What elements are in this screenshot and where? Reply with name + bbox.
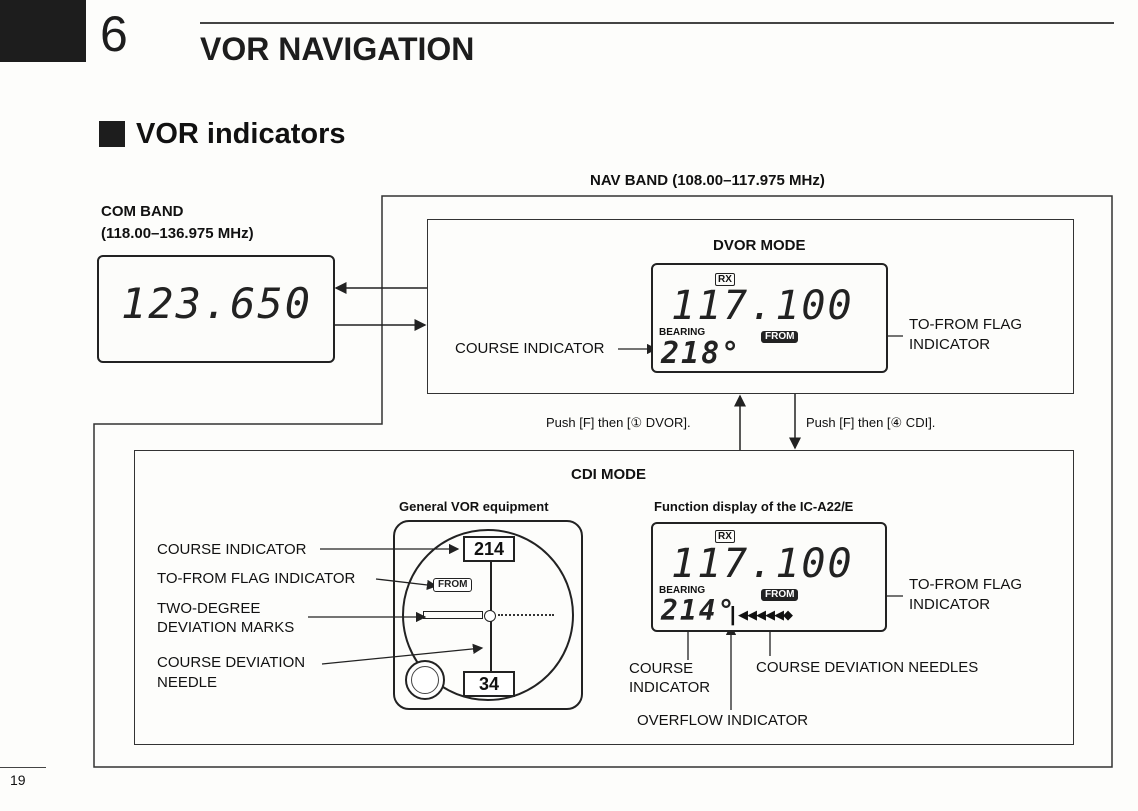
cdi-course-indicator-label: COURSE INDICATOR <box>157 541 307 558</box>
dvor-mode-box: DVOR MODE <box>427 219 1074 394</box>
cdi-two-degree-label-2: DEVIATION MARKS <box>157 619 295 636</box>
dvor-flag-label-2: INDICATOR <box>909 336 991 353</box>
cdi-right-flag-label-1: TO-FROM FLAG <box>909 576 1023 593</box>
cdi-right-course-label-1: COURSE <box>629 660 694 677</box>
cdi-lcd-display: RX 117.100 BEARING 214° FROM | ◀◀◀◀◀◆ <box>651 522 887 632</box>
cdi-frequency: 117.100 <box>671 541 854 587</box>
cdi-right-flag-label-2: INDICATOR <box>909 596 991 613</box>
section-bullet-icon <box>99 121 125 147</box>
dvor-mode-title: DVOR MODE <box>713 237 806 254</box>
dvor-course-indicator-label: COURSE INDICATOR <box>455 340 605 357</box>
transition-to-cdi: Push [F] then [④ CDI]. <box>806 415 936 430</box>
cdi-needles-label: COURSE DEVIATION NEEDLES <box>756 659 979 676</box>
com-band-label: COM BAND <box>101 203 184 220</box>
com-band-range: (118.00–136.975 MHz) <box>101 225 254 242</box>
com-frequency: 123.650 <box>121 279 313 328</box>
vor-instrument: FROM 214 34 <box>393 520 583 710</box>
cdi-rx-indicator: RX <box>715 530 735 543</box>
vor-deviation-dots <box>498 614 554 616</box>
vor-course-top: 214 <box>463 536 515 562</box>
vor-center-ring <box>484 610 496 622</box>
cdi-bearing-value: 214° <box>661 594 737 627</box>
chapter-title: VOR NAVIGATION <box>200 31 475 67</box>
cdi-mode-title: CDI MODE <box>571 466 646 483</box>
chapter-rule <box>200 22 1114 24</box>
chapter-tab-bar <box>0 0 86 62</box>
cdi-course-dev-label-2: NEEDLE <box>157 674 218 691</box>
dvor-flag-label-1: TO-FROM FLAG <box>909 316 1023 333</box>
section-title: VOR indicators <box>136 118 346 150</box>
cdi-mode-box: CDI MODE <box>134 450 1074 745</box>
obs-knob <box>405 660 445 700</box>
dvor-from-flag: FROM <box>761 331 799 343</box>
vor-dial <box>402 529 574 701</box>
cdi-from-flag: FROM <box>761 589 799 601</box>
dvor-rx-indicator: RX <box>715 273 735 286</box>
chapter-number: 6 <box>100 6 128 62</box>
cdi-overflow-mark: | <box>730 604 736 626</box>
dvor-bearing-label: BEARING <box>659 327 706 338</box>
function-display-title: Function display of the IC-A22/E <box>654 499 854 514</box>
cdi-overflow-label: OVERFLOW INDICATOR <box>637 712 809 729</box>
dvor-lcd-display: RX 117.100 BEARING 218° FROM <box>651 263 888 373</box>
cdi-course-dev-label-1: COURSE DEVIATION <box>157 654 306 671</box>
cdi-right-course-label-2: INDICATOR <box>629 679 711 696</box>
cdi-bearing-label: BEARING <box>659 585 706 596</box>
dvor-frequency: 117.100 <box>671 283 854 329</box>
dvor-bearing-value: 218° <box>661 336 742 371</box>
general-vor-title: General VOR equipment <box>399 499 549 514</box>
vor-deviation-marks <box>423 611 483 619</box>
page-number: 19 <box>10 772 26 788</box>
cdi-two-degree-label-1: TWO-DEGREE <box>157 600 261 617</box>
com-lcd-display: 123.650 <box>97 255 335 363</box>
page-number-rule <box>0 767 46 768</box>
vor-course-bottom: 34 <box>463 671 515 697</box>
cdi-flag-label: TO-FROM FLAG INDICATOR <box>157 570 356 587</box>
nav-band-label: NAV BAND (108.00–117.975 MHz) <box>590 172 825 189</box>
vor-from-flag: FROM <box>433 578 473 592</box>
transition-to-dvor: Push [F] then [① DVOR]. <box>546 415 691 430</box>
cdi-deviation-needles: ◀◀◀◀◀◆ <box>738 607 793 622</box>
nav-band-frame <box>93 195 1113 768</box>
